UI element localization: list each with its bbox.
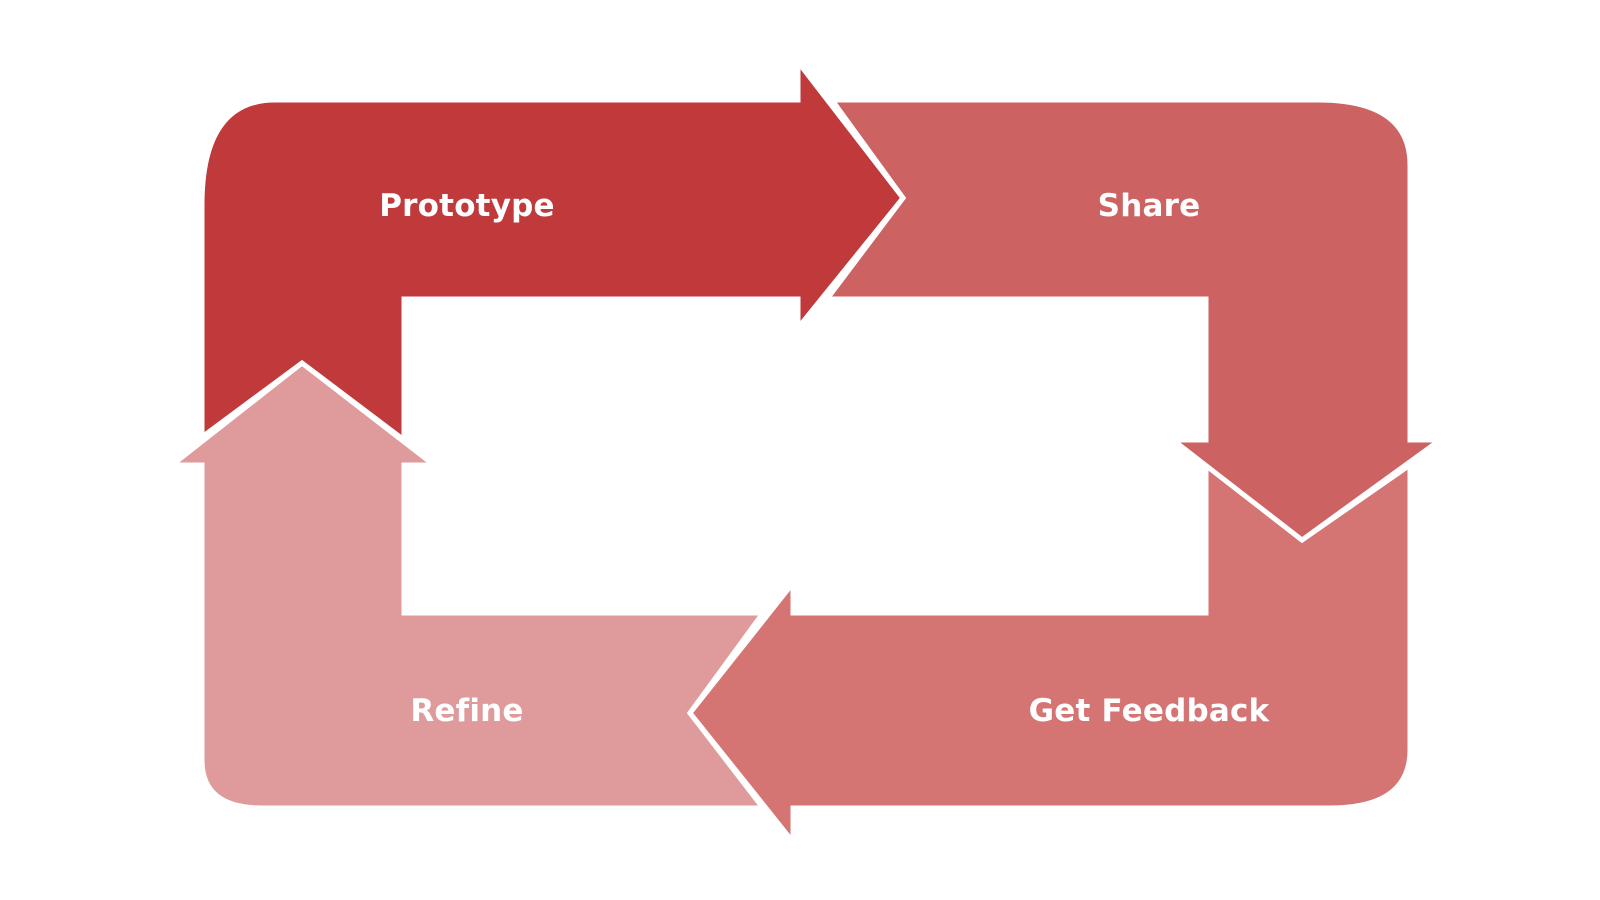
refine-label: Refine [410, 693, 524, 729]
refine-arrow [164, 359, 769, 811]
share-label: Share [1097, 188, 1201, 224]
get-feedback-arrow [686, 459, 1413, 850]
get-feedback-label: Get Feedback [1028, 693, 1270, 729]
prototype-arrow [199, 54, 907, 446]
share-arrow [821, 97, 1448, 544]
prototype-label: Prototype [379, 188, 555, 224]
